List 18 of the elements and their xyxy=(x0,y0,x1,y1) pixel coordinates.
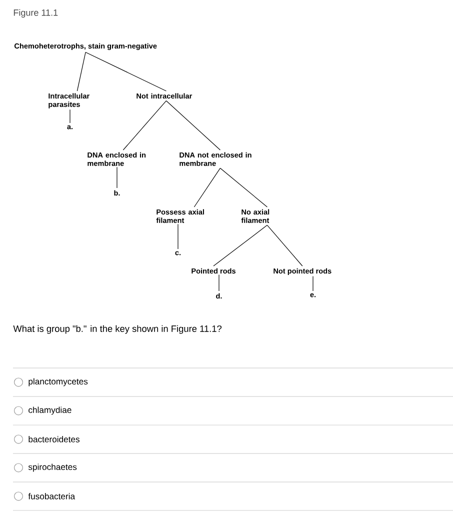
branch-line xyxy=(312,276,314,292)
branch-line xyxy=(122,100,166,150)
branch-line xyxy=(166,100,220,150)
branch-line xyxy=(194,168,220,208)
option-label: bacteroidetes xyxy=(28,436,80,442)
branch-line xyxy=(85,52,166,92)
branch-line xyxy=(116,166,118,188)
branch-line xyxy=(220,168,268,208)
branch-line xyxy=(76,52,86,92)
option-label: chlamydiae xyxy=(28,406,72,415)
branch-line xyxy=(213,224,268,266)
option-label: fusobacteria xyxy=(28,493,76,500)
question-text: What is group "b." in the key shown in Figure 11.1? xyxy=(13,325,222,334)
branch-line xyxy=(266,224,303,266)
branch-line xyxy=(218,274,220,292)
option-label: spirochaetes xyxy=(28,464,77,472)
option-label: planctomycetes xyxy=(28,378,88,386)
figure-title: Figure 11.1 xyxy=(14,9,58,18)
